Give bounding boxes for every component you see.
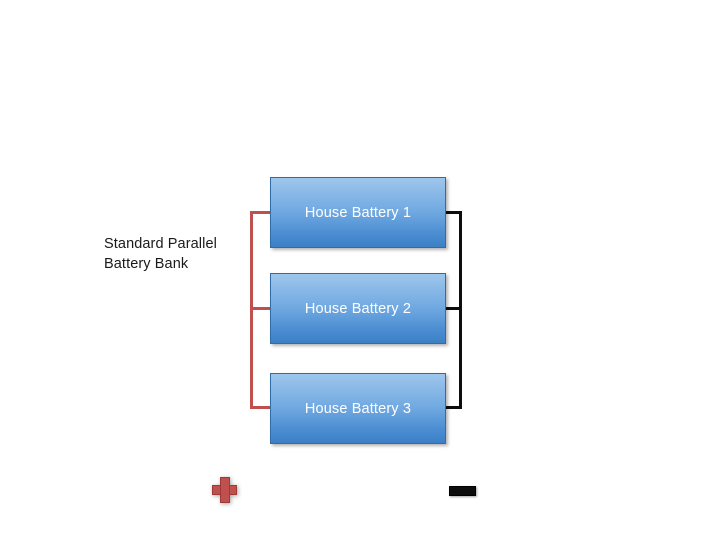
positive-bus-wire [250,211,253,409]
battery-block-1: House Battery 1 [270,177,446,248]
negative-branch-wire-battery-2 [444,307,462,310]
battery-label-3: House Battery 3 [304,400,412,417]
positive-branch-wire-battery-3 [250,406,272,409]
diagram-caption: Standard Parallel Battery Bank [104,236,217,272]
negative-branch-wire-battery-3 [444,406,462,409]
battery-label-1: House Battery 1 [304,204,412,221]
negative-branch-wire-battery-1 [444,211,462,214]
minus-icon [449,486,476,496]
battery-label-2: House Battery 2 [304,300,412,317]
plus-icon-vertical-bar [220,477,230,503]
negative-bus-wire [459,211,462,409]
positive-branch-wire-battery-2 [250,307,272,310]
plus-icon [212,477,237,503]
battery-block-3: House Battery 3 [270,373,446,444]
battery-block-2: House Battery 2 [270,273,446,344]
positive-branch-wire-battery-1 [250,211,272,214]
